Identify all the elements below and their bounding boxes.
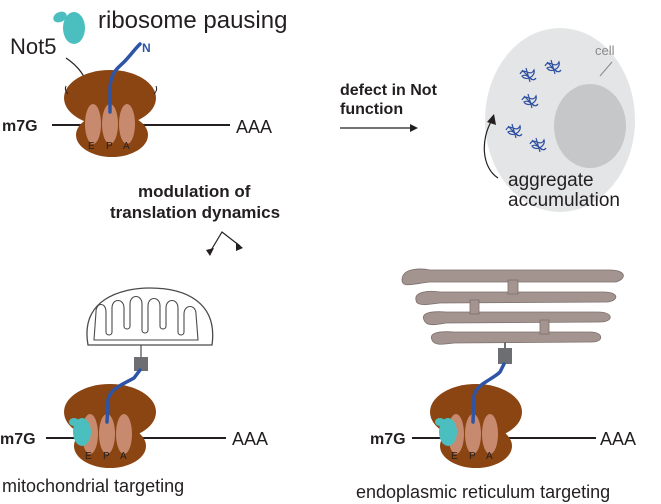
pause-mark-right — [153, 85, 158, 95]
nascent-chain — [108, 42, 142, 114]
split-arrowhead-right — [236, 242, 243, 251]
er-site-p — [465, 414, 481, 454]
cell-pointer — [599, 61, 613, 77]
not5-label: Not5 — [10, 34, 56, 59]
site-p — [102, 104, 118, 144]
panel-mito: E P A m7G AAA mitochondrial targeting — [0, 287, 268, 496]
aggregate-arrow — [483, 119, 499, 179]
n-terminus-label: N — [142, 41, 151, 55]
panel-ribosome-pausing: ribosome pausing Not5 E P A N m7G AAA — [2, 7, 287, 157]
m7g-label-er: m7G — [370, 431, 406, 448]
split-arrowhead-left — [206, 248, 214, 256]
defect-arrowhead — [410, 124, 418, 132]
aggregate-2 — [544, 59, 562, 75]
site-e — [85, 104, 101, 144]
aggregate-4 — [505, 123, 523, 139]
cell-nucleus — [554, 84, 626, 168]
endoplasmic-reticulum — [401, 268, 624, 345]
aggregate-icons — [505, 59, 562, 153]
er-translocon — [498, 348, 512, 364]
mito-not5-icon — [73, 418, 91, 446]
cell-label: cell — [595, 43, 615, 58]
er-site-a — [482, 414, 498, 454]
mito-nascent-chain — [105, 368, 142, 424]
aaa-label-top: AAA — [236, 117, 272, 137]
mito-translocon — [134, 357, 148, 371]
mitochondrion-outer — [86, 287, 214, 346]
modulation-label-line1: modulation of — [138, 182, 251, 201]
mito-site-p-label: P — [103, 451, 110, 462]
mito-site-p — [99, 414, 115, 454]
defect-label-line2: function — [340, 101, 403, 118]
modulation-label-line2: translation dynamics — [110, 203, 280, 222]
er-not5-icon — [439, 418, 457, 446]
site-a-label: A — [123, 141, 130, 152]
site-a — [119, 104, 135, 144]
mitochondrion-cristae — [93, 295, 199, 341]
site-e-label: E — [88, 141, 95, 152]
aggregate-3 — [521, 93, 539, 109]
ribosome-pausing-label: ribosome pausing — [98, 7, 287, 34]
er-targeting-label: endoplasmic reticulum targeting — [356, 482, 610, 502]
site-p-label: P — [106, 141, 113, 152]
pause-mark-left — [64, 85, 69, 95]
mito-site-a — [116, 414, 132, 454]
aggregate-label-line1: aggregate — [508, 170, 594, 191]
panel-modulation: modulation of translation dynamics — [110, 182, 280, 256]
aggregate-1 — [519, 67, 537, 83]
aggregate-label-line2: accumulation — [508, 190, 620, 211]
aggregate-5 — [529, 137, 547, 153]
split-arrow — [209, 231, 241, 253]
panel-er: E P A m7G AAA endoplasmic reticulum targ… — [356, 268, 636, 502]
aaa-label-er: AAA — [600, 429, 636, 449]
er-site-e-label: E — [451, 451, 458, 462]
mito-site-a-label: A — [120, 451, 127, 462]
m7g-label-top: m7G — [2, 118, 38, 135]
mito-site-e-label: E — [85, 451, 92, 462]
panel-defect: defect in Not function — [340, 82, 438, 132]
aaa-label-mito: AAA — [232, 429, 268, 449]
er-nascent-chain — [471, 362, 506, 424]
panel-cell: cell — [483, 28, 635, 212]
er-site-p-label: P — [469, 451, 476, 462]
not5-protein-icon — [53, 11, 85, 44]
er-site-a-label: A — [486, 451, 493, 462]
aggregate-arrowhead — [487, 114, 496, 125]
m7g-label-mito: m7G — [0, 431, 36, 448]
mito-targeting-label: mitochondrial targeting — [2, 476, 184, 496]
defect-label-line1: defect in Not — [340, 82, 438, 99]
